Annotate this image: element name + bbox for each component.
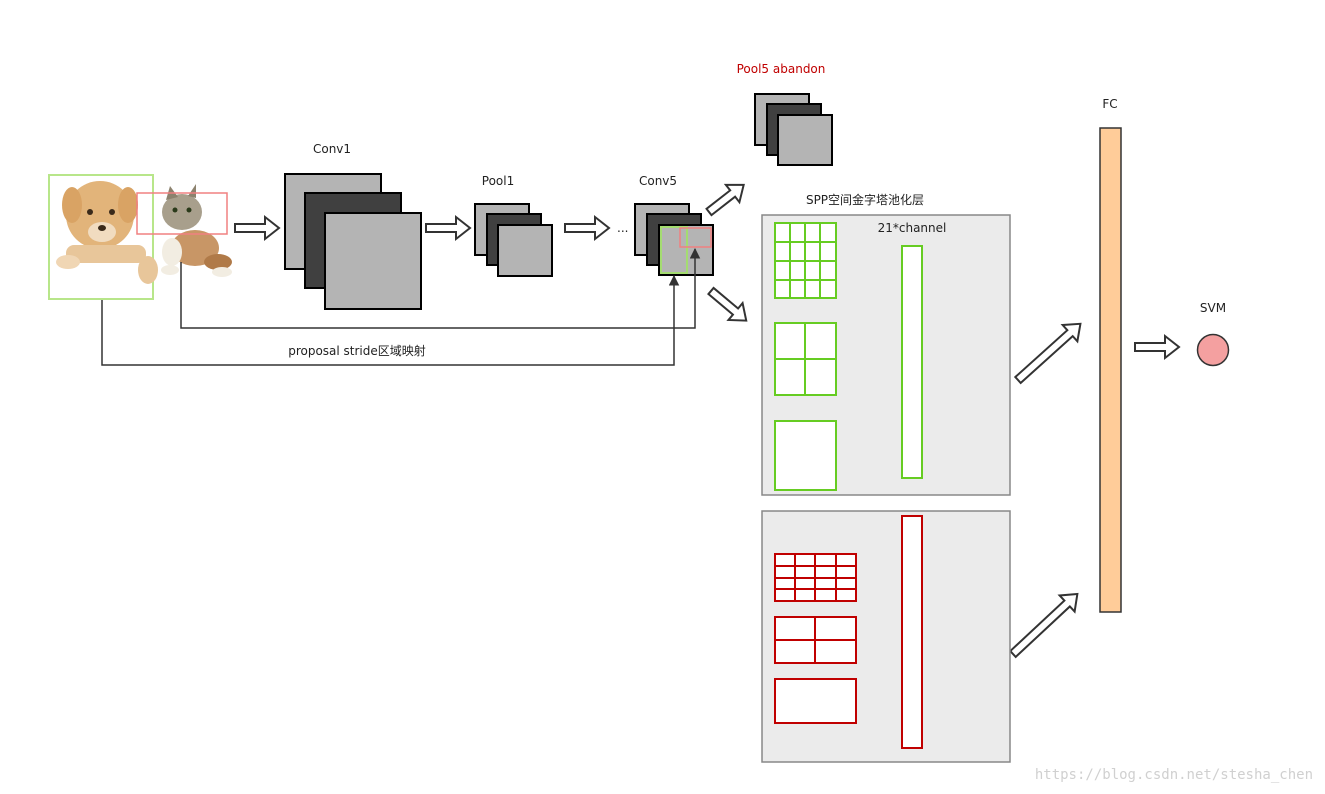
- pool1-stack: [474, 203, 553, 277]
- svm-label: SVM: [1200, 301, 1226, 315]
- channel-label: 21*channel: [878, 221, 947, 235]
- arrow-spp-bottom-to-fc: [1008, 592, 1079, 659]
- conv5-label: Conv5: [639, 174, 677, 188]
- pyramid-red-gridlines: [775, 554, 856, 663]
- conv5-stack: [634, 203, 714, 276]
- pool5-stack: [754, 93, 833, 166]
- arrow-fc-to-svm: [1134, 333, 1181, 361]
- arrow-conv5-to-pool5: [705, 183, 745, 217]
- dog-icon: [56, 181, 158, 284]
- arrow-spp-top-to-fc: [1013, 322, 1082, 385]
- fc-label: FC: [1102, 97, 1117, 111]
- proposal-box: [136, 192, 228, 235]
- watermark: https://blog.csdn.net/stesha_chen: [1035, 767, 1313, 783]
- arrow-conv1-to-pool1: [425, 214, 472, 242]
- pool5-abandon-label: Pool5 abandon: [737, 62, 826, 76]
- cat-icon: [161, 184, 232, 277]
- conv1-label: Conv1: [313, 142, 351, 156]
- concat-vector-green: [901, 245, 923, 479]
- pyramid-green-gridlines: [775, 223, 836, 395]
- concat-vector-red: [901, 515, 923, 749]
- projection-lines: [101, 247, 701, 366]
- conv1-stack: [284, 173, 422, 310]
- svm-node: [1196, 333, 1230, 367]
- arrow-input-to-conv1: [234, 214, 281, 242]
- pool1-map-front: [497, 224, 553, 277]
- projection-line-proposal: [180, 247, 701, 329]
- conv5-mapped-region-red: [679, 227, 712, 248]
- pyramid-1x1-red: [774, 678, 857, 724]
- pyramid-1x1-green: [774, 420, 837, 491]
- spp-label: SPP空间金字塔池化层: [806, 192, 924, 207]
- arrow-conv5-to-spp: [707, 286, 748, 322]
- ellipsis-label: ...: [617, 221, 628, 235]
- fc-layer: [1099, 127, 1122, 613]
- input-image: [48, 174, 232, 300]
- proposal-label: proposal stride区域映射: [288, 343, 426, 358]
- pool5-map-front: [777, 114, 833, 166]
- conv5-mapped-region-green: [660, 226, 688, 274]
- arrow-pool1-to-conv5: [564, 214, 611, 242]
- conv1-map-front: [324, 212, 422, 310]
- projection-line-image: [101, 274, 680, 366]
- flow-arrows: [234, 183, 1181, 659]
- pool1-label: Pool1: [482, 174, 514, 188]
